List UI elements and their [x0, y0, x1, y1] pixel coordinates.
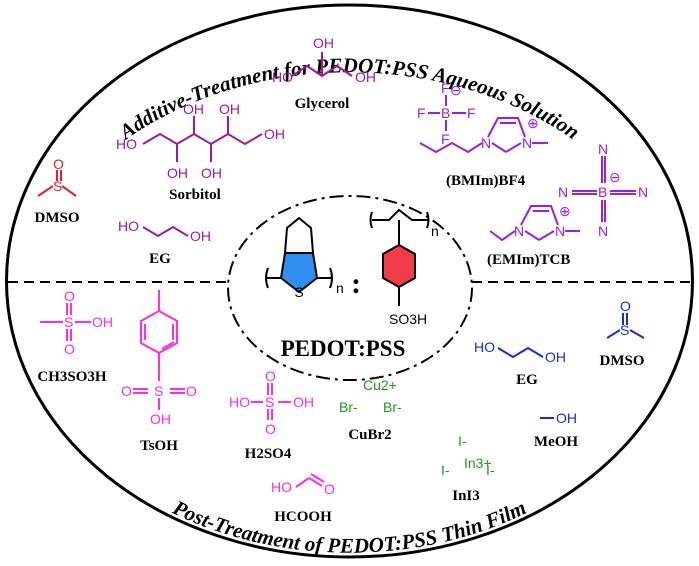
sorbitol-structure [142, 116, 263, 162]
sorbitol-oh-bot2: OH [201, 165, 222, 181]
tsoh-sulfur: S [154, 383, 163, 399]
dmso-top-label: DMSO [35, 210, 80, 226]
h2so4-o2: O [265, 421, 276, 437]
hcooh-label: HCOOH [274, 509, 332, 525]
cubr2-label: CuBr2 [348, 427, 391, 443]
dmso-bottom-structure [606, 313, 645, 339]
pss-sulfonic-acid: SO3H [389, 311, 427, 327]
tsoh-o1: O [121, 383, 132, 399]
cubr2-bromide-left: Br- [339, 399, 358, 415]
dmso-bottom-oxygen: O [620, 298, 631, 314]
eg-top-ho: HO [118, 218, 139, 234]
eg-bottom-structure [497, 346, 544, 359]
bmim-bf4-boron: B [441, 105, 450, 121]
emim-tcb-cn-top: N [598, 141, 608, 157]
pedot-sulfur: S [294, 284, 303, 300]
outer-ellipse [5, 3, 694, 559]
ini3-iodide-top: I- [458, 433, 467, 449]
sorbitol-label: Sorbitol [169, 187, 221, 203]
ch3so3h-structure [40, 303, 91, 341]
hcooh-structure [295, 473, 325, 488]
hcooh-oxygen: O [324, 481, 335, 497]
emim-tcb-n1: N [514, 223, 524, 239]
dmso-top-sulfur: S [53, 178, 62, 194]
bmim-bf4-n2: N [522, 135, 532, 151]
bmim-bf4-f2: F [417, 105, 426, 121]
sorbitol-ho: HO [116, 136, 137, 152]
eg-top-label: EG [149, 251, 171, 267]
tsoh-o2: O [186, 383, 197, 399]
ch3so3h-oh: OH [92, 314, 113, 330]
meoh-label: MeOH [534, 434, 578, 450]
h2so4-sulfur: S [265, 394, 274, 410]
hcooh-ho: HO [271, 479, 292, 495]
bottom-title: Post-Treatment of PEDOT:PSS Thin Film [168, 495, 529, 558]
meoh-oh: OH [556, 410, 577, 426]
emim-tcb-structure [489, 156, 636, 242]
bmim-bf4-cation-charge: ⊕ [527, 115, 539, 131]
emim-tcb-label: (EMIm)TCB [487, 252, 570, 268]
glycerol-structure [291, 52, 353, 78]
glycerol-oh-right: OH [355, 69, 376, 85]
ch3so3h-label: CH3SO3H [37, 369, 107, 385]
ch3so3h-o2: O [64, 341, 75, 357]
emim-tcb-cation-charge: ⊕ [559, 203, 571, 219]
center-title: PEDOT:PSS [281, 336, 406, 361]
emim-tcb-anion-charge: ⊖ [609, 169, 621, 185]
bmim-bf4-structure [419, 95, 548, 154]
eg-bottom-oh: OH [545, 349, 566, 365]
eg-top-oh: OH [190, 228, 211, 244]
dmso-top-structure [37, 170, 77, 197]
glycerol-label: Glycerol [295, 96, 350, 112]
eg-bottom-label: EG [516, 372, 538, 388]
ch3so3h-sulfur: S [64, 314, 73, 330]
inner-ellipse [227, 195, 473, 381]
pedot-structure: S n [265, 216, 344, 300]
h2so4-structure [251, 383, 291, 420]
ini3-iodide-right: I- [486, 462, 495, 478]
glycerol-oh-left: HO [272, 69, 293, 85]
h2so4-oh: OH [293, 394, 314, 410]
sorbitol-oh-top2: OH [219, 101, 240, 117]
ini3-indium-ion: In3+ [464, 455, 492, 471]
dmso-bottom-label: DMSO [600, 353, 645, 369]
ini3-label: InI3 [452, 488, 480, 504]
h2so4-o1: O [265, 368, 276, 384]
pss-structure: n SO3H [369, 208, 439, 327]
bmim-bf4-f1: F [441, 80, 450, 96]
emim-tcb-cn-left: N [558, 184, 568, 200]
cubr2-bromide-right: Br- [383, 399, 402, 415]
dmso-bottom-sulfur: S [620, 322, 629, 338]
eg-bottom-ho: HO [474, 339, 495, 355]
sorbitol-oh-bot1: OH [167, 165, 188, 181]
bmim-bf4-label: (BMIm)BF4 [446, 173, 526, 189]
emim-tcb-boron: B [598, 184, 607, 200]
bmim-bf4-anion-charge: ⊖ [450, 82, 462, 98]
pss-repeat-n: n [431, 223, 439, 239]
ini3-iodide-left: I- [441, 462, 450, 478]
eg-top-structure [142, 225, 189, 238]
bmim-bf4-n1: N [481, 135, 491, 151]
ch3so3h-o1: O [64, 288, 75, 304]
pedot-pss-colon: : [351, 267, 361, 300]
emim-tcb-cn-bottom: N [598, 223, 608, 239]
emim-tcb-n2: N [555, 223, 565, 239]
bmim-bf4-f3: F [467, 105, 476, 121]
cubr2-copper-ion: Cu2+ [363, 377, 397, 393]
h2so4-ho: HO [229, 394, 250, 410]
pedot-repeat-n: n [336, 280, 344, 296]
dmso-top-oxygen: O [53, 156, 64, 172]
tsoh-label: TsOH [140, 438, 178, 454]
glycerol-oh-top: OH [313, 35, 334, 51]
tsoh-oh: OH [150, 411, 171, 427]
sorbitol-oh-top1: OH [183, 101, 204, 117]
h2so4-label: H2SO4 [245, 446, 292, 462]
tsoh-structure [133, 290, 185, 410]
emim-tcb-cn-right: N [638, 184, 648, 200]
sorbitol-oh-end: OH [264, 126, 285, 142]
bmim-bf4-f4: F [441, 131, 450, 147]
